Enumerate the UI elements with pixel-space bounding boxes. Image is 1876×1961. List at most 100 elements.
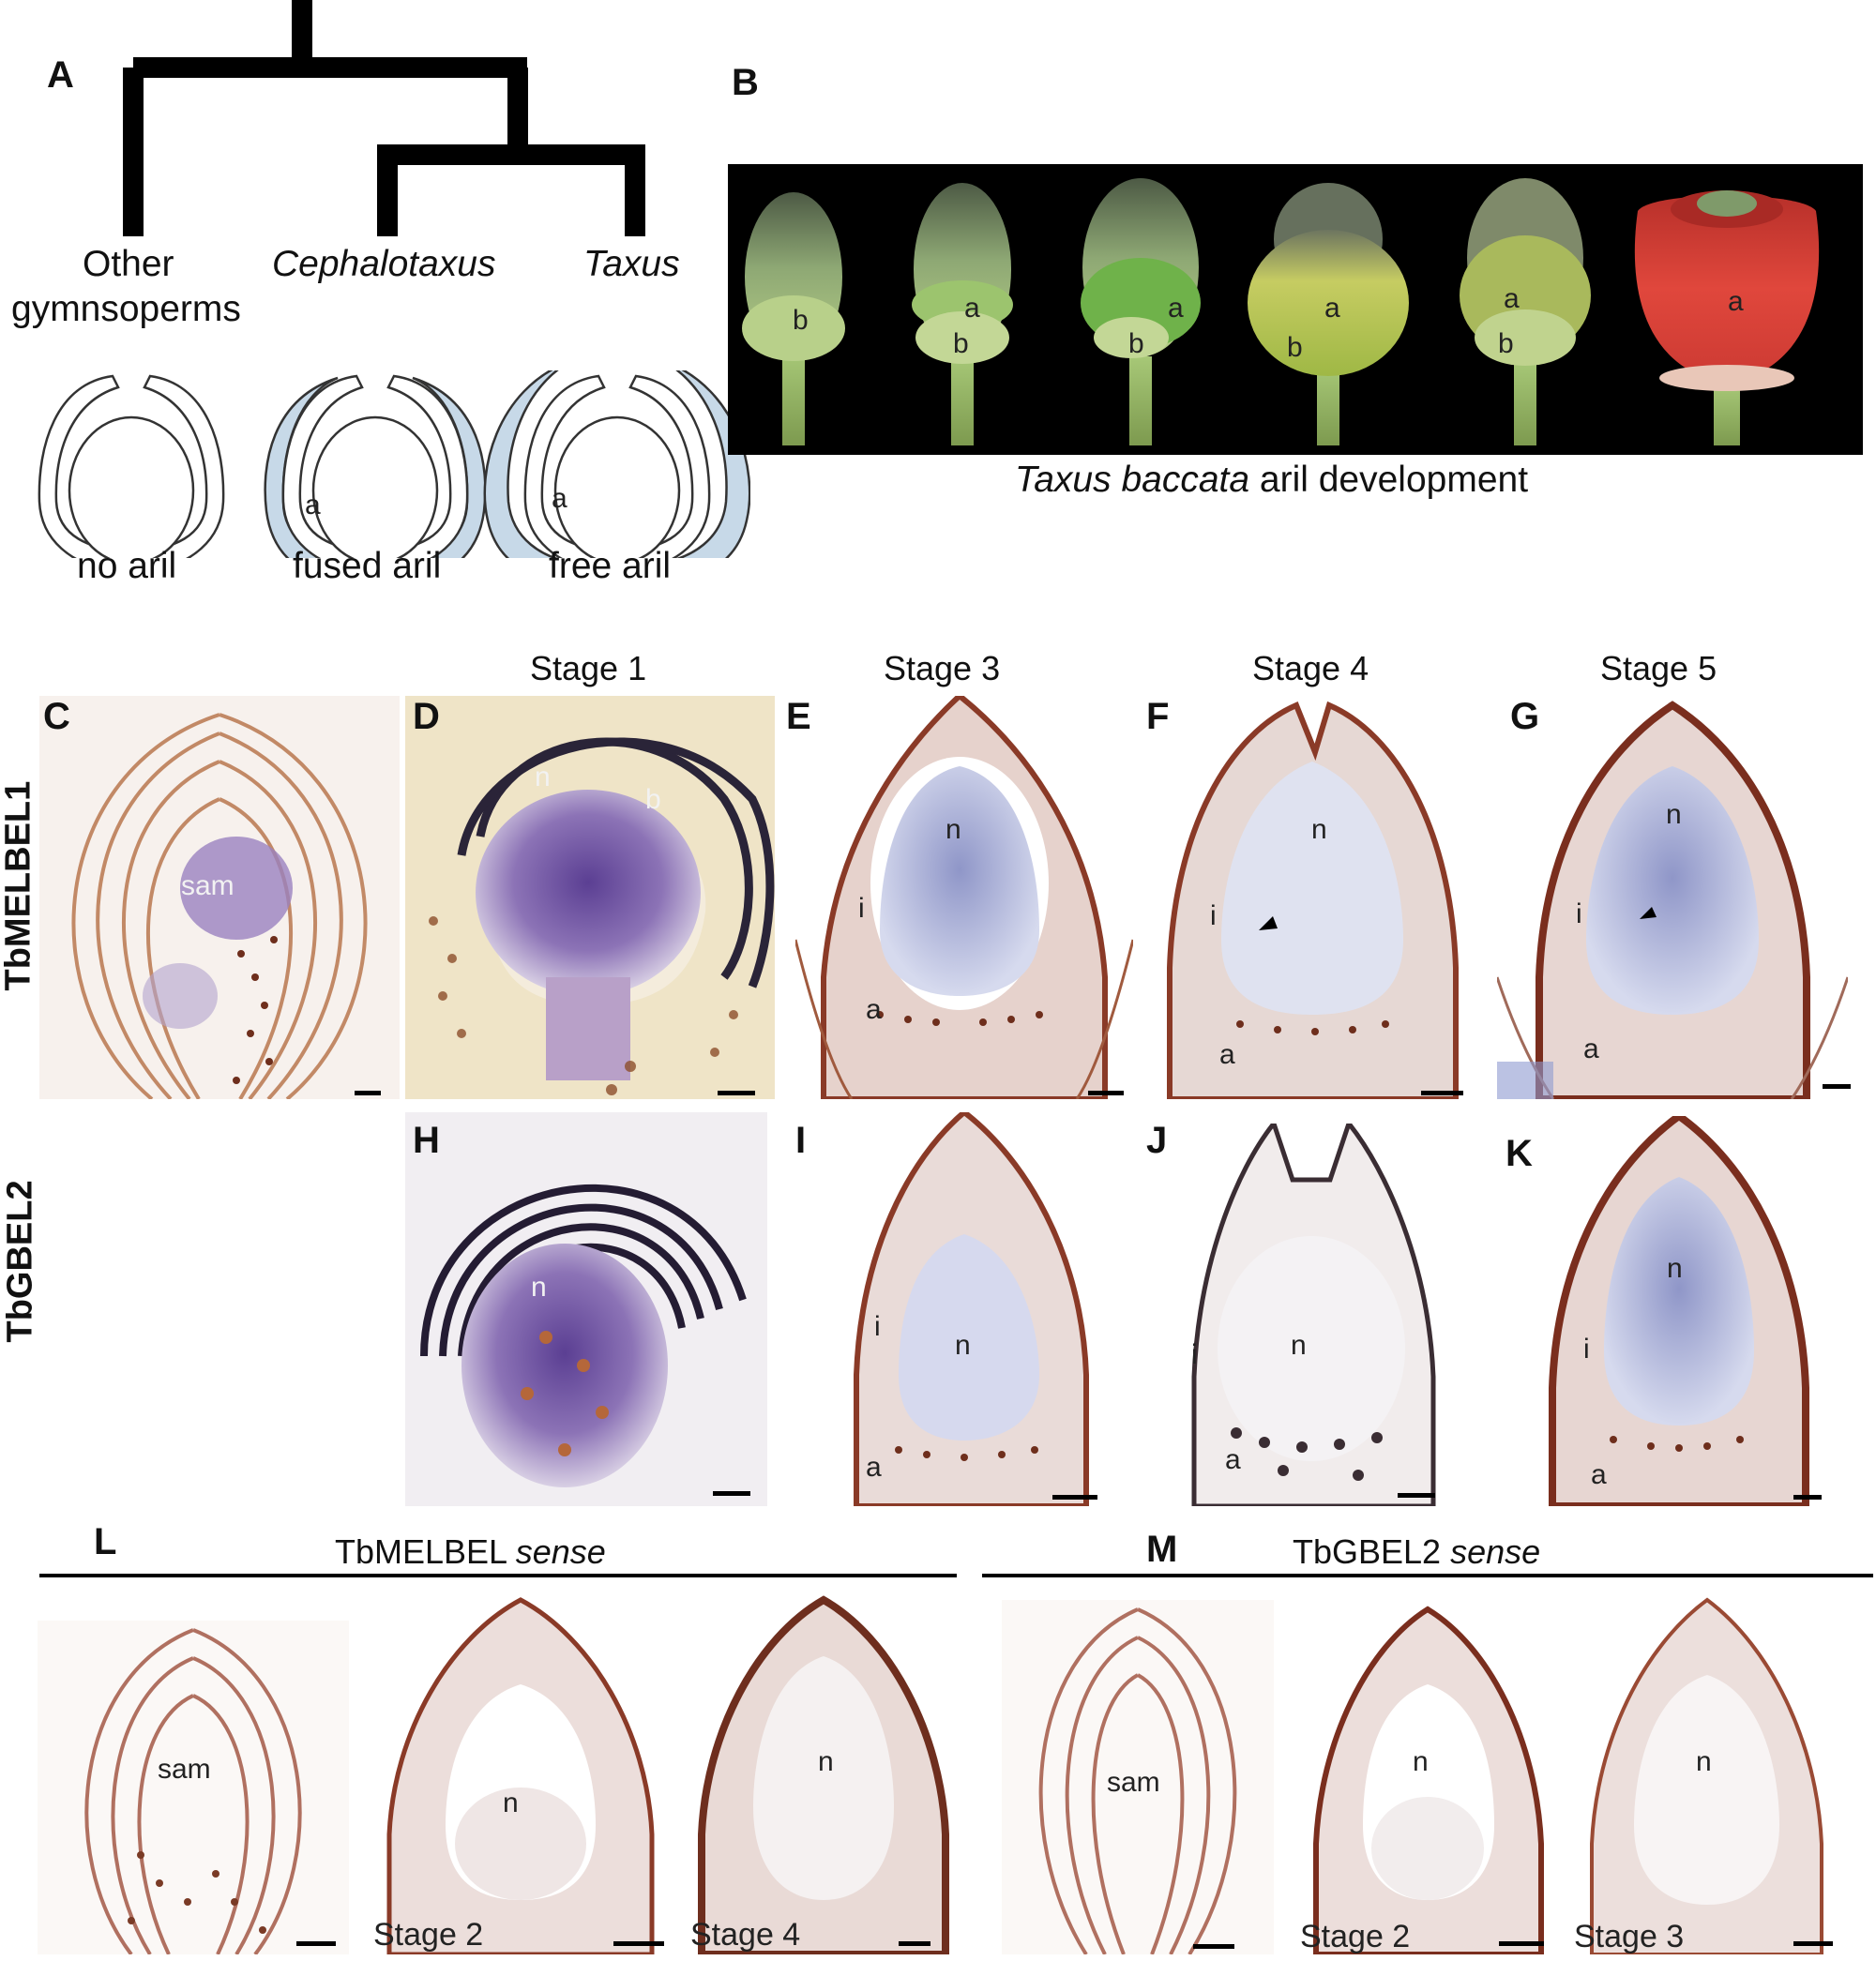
ovule-fused-aril-marker: a (305, 490, 321, 520)
aril-caption-rest: aril development (1249, 460, 1529, 500)
tissue-label-n-l2: n (503, 1788, 519, 1818)
micrograph-m-stage3 (1568, 1591, 1846, 1954)
scale-bar-m3 (1793, 1941, 1833, 1946)
ovule-no-aril (38, 374, 225, 558)
phylogeny-tree (123, 0, 645, 236)
panel-l-title-italic: sense (515, 1532, 606, 1571)
tissue-label-i-f: i (1210, 900, 1217, 931)
row-label-tbmelbel1: TbMELBEL1 (0, 780, 38, 991)
stage-caption-m2: Stage 2 (1300, 1919, 1411, 1954)
micrograph-m-stage2 (1293, 1591, 1563, 1954)
taxon-cephalotaxus: Cephalotaxus (272, 244, 496, 284)
ovule-fused-aril (264, 374, 487, 558)
seed-stage-3 (1081, 178, 1201, 445)
tissue-label-i-i: i (874, 1311, 881, 1342)
tissue-label-a-i: a (866, 1452, 882, 1483)
seed-stage-6 (1634, 190, 1820, 445)
stage-header-5: Stage 5 (1600, 649, 1717, 687)
scale-bar-c (355, 1091, 381, 1095)
scale-bar-k (1793, 1495, 1822, 1500)
scale-bar-l2 (613, 1941, 664, 1946)
panel-label-m: M (1146, 1529, 1178, 1570)
micrograph-e (795, 696, 1133, 1099)
micrograph-c (39, 696, 400, 1099)
stage-header-3: Stage 3 (884, 649, 1001, 687)
photo-label-b1: b (793, 305, 809, 336)
scale-bar-l1 (296, 1941, 336, 1946)
micrograph-j (1171, 1124, 1452, 1506)
photo-label-a4: a (1324, 293, 1340, 324)
panel-label-g: G (1510, 696, 1540, 737)
photo-label-b2: b (953, 328, 969, 359)
tissue-label-a-g: a (1583, 1033, 1599, 1064)
micrograph-k (1510, 1116, 1844, 1506)
micrograph-l-stage4 (683, 1591, 964, 1954)
tissue-label-n-m2: n (1413, 1746, 1429, 1777)
scale-bar-i (1052, 1495, 1097, 1500)
micrograph-m-sam (1002, 1600, 1274, 1954)
seed-stage-5 (1460, 178, 1591, 445)
tissue-label-a-f: a (1219, 1039, 1235, 1070)
panel-label-f: F (1146, 696, 1170, 737)
panel-l-title: TbMELBEL sense (335, 1532, 606, 1572)
caption-fused-aril: fused aril (293, 546, 442, 586)
panel-m-title-italic: sense (1450, 1532, 1541, 1571)
seed-stage-4 (1248, 183, 1409, 445)
micrograph-l-sam (38, 1621, 349, 1954)
scale-bar-m2 (1499, 1941, 1544, 1946)
tissue-label-sam-m: sam (1107, 1767, 1160, 1798)
panel-label-d: D (413, 696, 440, 737)
panel-m-title: TbGBEL2 sense (1293, 1532, 1540, 1572)
taxon-other-line2: gymnsoperms (11, 289, 241, 329)
tissue-label-n-e: n (946, 814, 961, 845)
aril-photo-strip (728, 164, 1863, 455)
panel-label-k: K (1505, 1133, 1533, 1174)
scale-bar-h (713, 1491, 750, 1496)
photo-label-a2: a (964, 293, 980, 324)
scale-bar-f (1421, 1091, 1463, 1095)
scale-bar-m1 (1193, 1944, 1234, 1949)
panel-m-rule (982, 1574, 1873, 1577)
photo-label-b5: b (1498, 328, 1514, 359)
tissue-label-i-j: i (1191, 1339, 1198, 1370)
panel-l-title-plain: TbMELBEL (335, 1532, 516, 1571)
tissue-label-n-k: n (1667, 1253, 1683, 1284)
caption-no-aril: no aril (77, 546, 177, 586)
panel-label-l: L (94, 1521, 117, 1562)
stage-caption-m3: Stage 3 (1574, 1919, 1685, 1954)
micrograph-d (405, 696, 775, 1099)
ovule-diagrams (38, 370, 750, 558)
tissue-label-n-i: n (955, 1330, 971, 1361)
tissue-label-n-f: n (1311, 814, 1327, 845)
ovule-free-aril-marker: a (552, 483, 567, 514)
micrograph-h (405, 1112, 767, 1506)
scale-bar-g (1823, 1084, 1851, 1089)
tissue-label-b-d: b (645, 784, 661, 815)
stage-header-4: Stage 4 (1252, 649, 1369, 687)
panel-label-a: A (47, 54, 74, 96)
micrograph-g (1497, 696, 1848, 1099)
panel-l-rule (39, 1574, 957, 1577)
scale-bar-l3 (899, 1941, 930, 1946)
seed-stage-1 (742, 192, 845, 445)
tissue-label-a-j: a (1225, 1444, 1241, 1475)
photo-label-b3: b (1128, 328, 1144, 359)
photo-label-a3: a (1168, 293, 1184, 324)
stage-caption-l2: Stage 2 (373, 1917, 484, 1953)
scale-bar-j (1398, 1493, 1435, 1498)
panel-label-j: J (1146, 1120, 1168, 1161)
seed-stage-2 (912, 183, 1013, 445)
tissue-label-i-g: i (1576, 898, 1582, 929)
tissue-label-sam-l: sam (158, 1754, 211, 1785)
tissue-label-sam-c: sam (181, 870, 234, 901)
tissue-label-n-d: n (535, 762, 551, 792)
panel-label-h: H (413, 1120, 440, 1161)
stage-caption-l3: Stage 4 (690, 1917, 801, 1953)
tissue-label-i-k: i (1583, 1334, 1590, 1365)
caption-free-aril: free aril (549, 546, 672, 586)
taxon-other-line1: Other (83, 244, 174, 284)
taxon-taxus: Taxus (583, 244, 680, 284)
tissue-label-a-k: a (1591, 1459, 1607, 1490)
panel-label-b: B (732, 62, 759, 103)
stage-header-1: Stage 1 (530, 649, 647, 687)
